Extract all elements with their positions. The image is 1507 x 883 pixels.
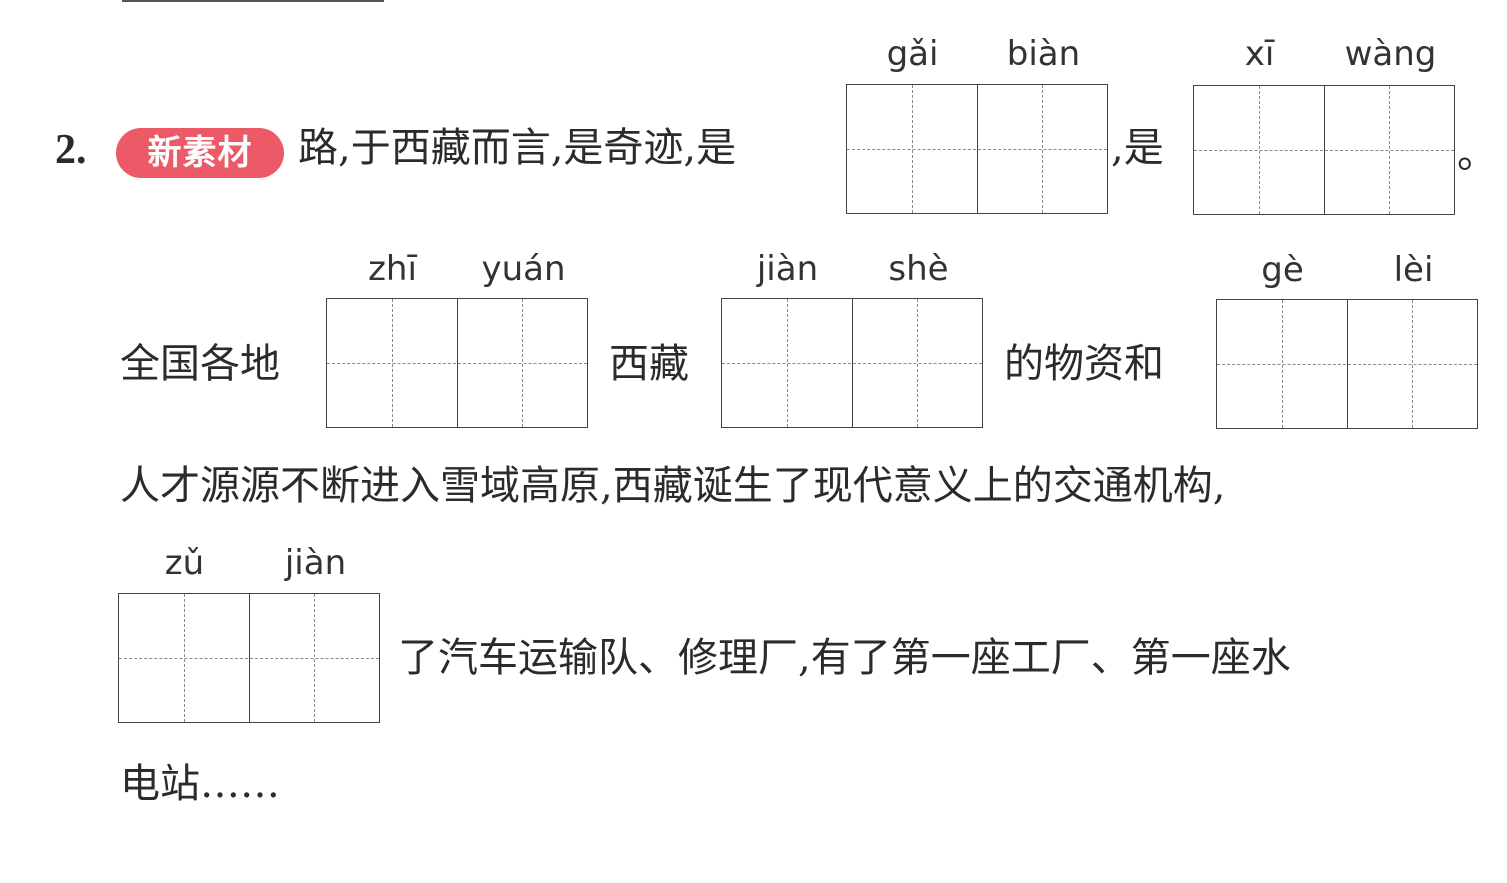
answer-box-ge-lei[interactable] [1216, 299, 1478, 429]
pinyin-label: gè [1261, 250, 1304, 290]
pinyin-label: jiàn [284, 543, 347, 583]
answer-box-xi-wang[interactable] [1193, 85, 1455, 215]
answer-box-gai-bian[interactable] [846, 84, 1108, 214]
pinyin-label: zhī [368, 249, 417, 289]
pinyin-label: zǔ [164, 543, 205, 583]
sentence-line-2c: 的物资和 [1004, 341, 1164, 387]
sentence-line-1b: ,是 [1111, 125, 1164, 171]
pinyin-label: jiàn [756, 249, 819, 289]
sentence-line-2a: 全国各地 [120, 341, 280, 387]
answer-box-jian-she[interactable] [721, 298, 983, 428]
sentence-line-2b: 西藏 [609, 341, 689, 387]
pinyin-label: wàng [1344, 34, 1437, 74]
pinyin-label: xī [1244, 34, 1275, 74]
pinyin-label: shè [888, 249, 949, 289]
pinyin-label: biàn [1006, 34, 1081, 74]
pinyin-label: yuán [481, 249, 566, 289]
question-number: 2. [55, 127, 87, 173]
sentence-line-1-period: 。 [1457, 131, 1497, 177]
top-divider-line [122, 0, 384, 2]
answer-box-zhi-yuan[interactable] [326, 298, 588, 428]
sentence-line-4: 了汽车运输队、修理厂,有了第一座工厂、第一座水 [398, 635, 1291, 681]
pinyin-label: gǎi [886, 34, 939, 74]
sentence-line-5: 电站…… [120, 761, 280, 807]
sentence-line-1a: 路,于西藏而言,是奇迹,是 [298, 125, 737, 171]
answer-box-zu-jian[interactable] [118, 593, 380, 723]
sentence-line-3: 人才源源不断进入雪域高原,西藏诞生了现代意义上的交通机构, [120, 463, 1226, 509]
pinyin-label: lèi [1393, 250, 1434, 290]
new-material-badge: 新素材 [116, 128, 284, 178]
